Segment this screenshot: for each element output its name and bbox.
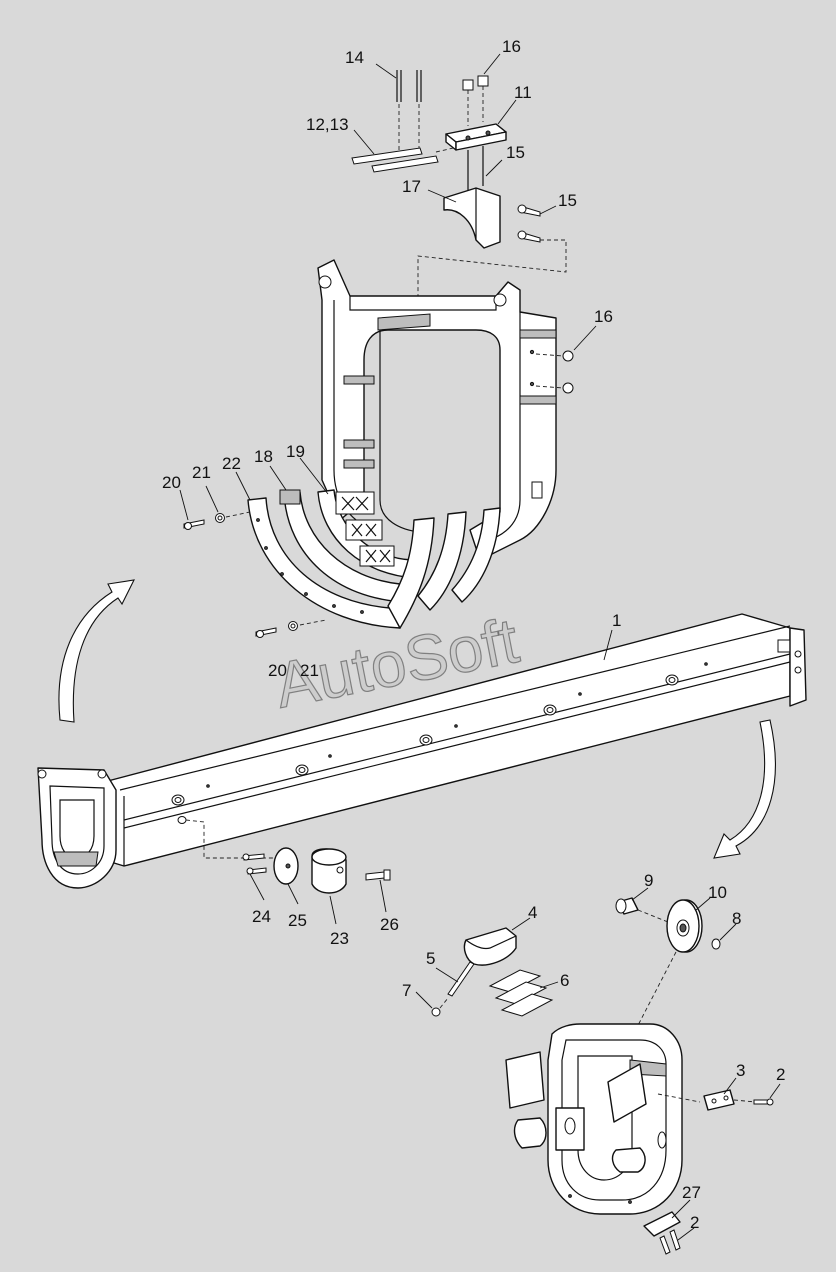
plate-11 [445, 123, 507, 151]
rods-12-13 [351, 145, 463, 173]
label-5: 5 [426, 949, 435, 968]
label-1: 1 [612, 611, 621, 630]
label-16-top: 16 [502, 37, 521, 56]
label-2-lower: 2 [690, 1213, 699, 1232]
label-8: 8 [732, 909, 741, 928]
mount-group-23-26 [185, 819, 391, 894]
label-27: 27 [682, 1183, 701, 1202]
label-4: 4 [528, 903, 537, 922]
label-18: 18 [254, 447, 273, 466]
label-12-13: 12,13 [306, 115, 349, 134]
label-19: 19 [286, 442, 305, 461]
label-25: 25 [288, 911, 307, 930]
beam-end-frame [37, 767, 117, 889]
label-21-lower: 21 [300, 661, 319, 680]
curved-arrow-left [58, 579, 135, 723]
x-blocks [335, 491, 395, 567]
callout-labels: 14 16 11 12,13 15 17 15 16 19 18 22 21 2… [162, 37, 785, 1232]
label-21-upper: 21 [192, 463, 211, 482]
label-14: 14 [345, 48, 364, 67]
bolt-20-washer-21-lower [255, 619, 327, 638]
label-6: 6 [560, 971, 569, 990]
part-4-5-6-7 [431, 927, 554, 1017]
arc-plates-18-19-22 [247, 489, 501, 629]
label-22: 22 [222, 454, 241, 473]
label-9: 9 [644, 871, 653, 890]
label-17: 17 [402, 177, 421, 196]
upper-frame [317, 259, 574, 561]
label-24: 24 [252, 907, 271, 926]
label-20-lower: 20 [268, 661, 287, 680]
label-16-mid: 16 [594, 307, 613, 326]
bracket-17 [417, 146, 567, 300]
label-26: 26 [380, 915, 399, 934]
bolt-20-washer-21-upper [183, 511, 251, 530]
label-20-upper: 20 [162, 473, 181, 492]
leader-lines [179, 53, 781, 1241]
nuts-16-top [462, 75, 489, 126]
end-box-housing [505, 1023, 701, 1215]
label-15-mid: 15 [558, 191, 577, 210]
pins-14 [396, 70, 422, 150]
part-8-9-10 [615, 897, 721, 1061]
label-23: 23 [330, 929, 349, 948]
curved-arrow-right [713, 719, 776, 859]
label-11: 11 [514, 83, 532, 102]
label-15-top: 15 [506, 143, 525, 162]
label-3: 3 [736, 1061, 745, 1080]
label-7: 7 [402, 981, 411, 1000]
label-2-upper: 2 [776, 1065, 785, 1084]
part-3-bolts-2-27 [643, 1089, 774, 1255]
label-10: 10 [708, 883, 727, 902]
